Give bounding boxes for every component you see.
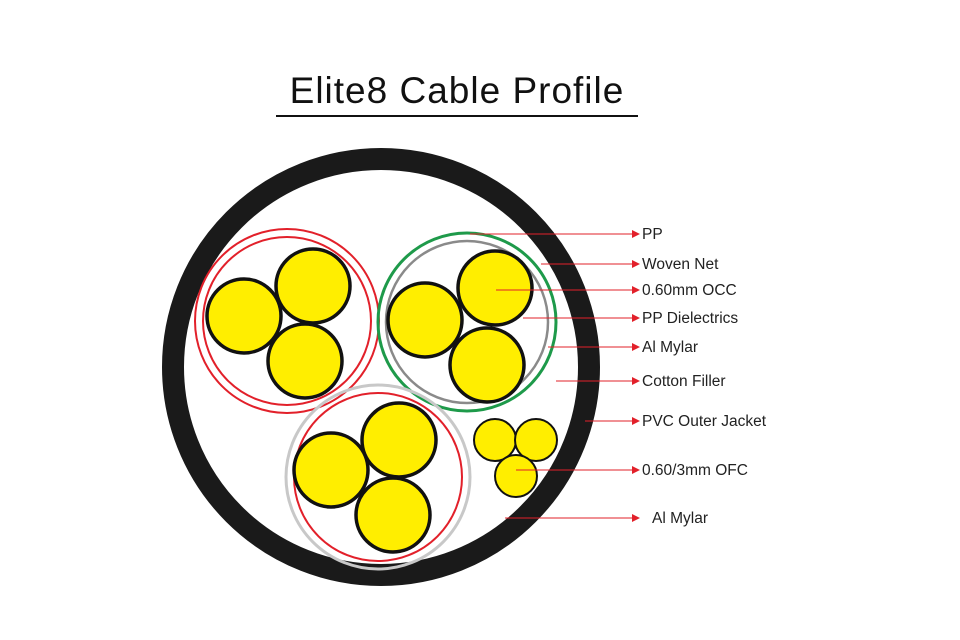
arrowhead bbox=[632, 343, 640, 351]
conductor bbox=[292, 431, 370, 509]
conductor bbox=[205, 277, 283, 355]
conductor bbox=[456, 249, 534, 327]
title-underline bbox=[276, 115, 638, 117]
page-title: Elite8 Cable Profile bbox=[289, 70, 625, 111]
callout-arrowheads bbox=[632, 230, 640, 522]
conductor bbox=[386, 281, 464, 359]
conductor bbox=[448, 326, 526, 404]
arrowhead bbox=[632, 230, 640, 238]
label-occ: 0.60mm OCC bbox=[642, 282, 737, 299]
arrowhead bbox=[632, 514, 640, 522]
small-conductor bbox=[494, 454, 538, 498]
label-pp-dielectrics: PP Dielectrics bbox=[642, 310, 738, 327]
label-al-mylar: Al Mylar bbox=[642, 339, 698, 356]
conductor bbox=[360, 401, 438, 479]
arrowhead bbox=[632, 260, 640, 268]
conductor-group-top-left bbox=[194, 228, 380, 414]
arrowhead bbox=[632, 417, 640, 425]
silver-shield bbox=[284, 383, 472, 571]
label-al-mylar-2: Al Mylar bbox=[652, 510, 708, 527]
arrowhead bbox=[632, 377, 640, 385]
conductor bbox=[354, 476, 432, 554]
green-shield bbox=[376, 231, 558, 413]
conductor-group-top-right bbox=[376, 231, 558, 413]
arrowhead bbox=[632, 314, 640, 322]
conductor-group-bottom bbox=[284, 383, 472, 571]
label-cotton-filler: Cotton Filler bbox=[642, 373, 726, 390]
conductor bbox=[274, 247, 352, 325]
small-conductor bbox=[473, 418, 517, 462]
label-woven-net: Woven Net bbox=[642, 256, 719, 273]
label-pp: PP bbox=[642, 226, 663, 243]
label-pvc-outer-jacket: PVC Outer Jacket bbox=[642, 413, 767, 430]
conductor bbox=[266, 322, 344, 400]
red-shield-inner bbox=[202, 236, 372, 406]
ofc-small-conductors bbox=[473, 418, 558, 498]
callout-lines bbox=[470, 233, 632, 519]
label-ofc: 0.60/3mm OFC bbox=[642, 462, 748, 479]
arrowhead bbox=[632, 466, 640, 474]
small-conductor bbox=[514, 418, 558, 462]
arrowhead bbox=[632, 286, 640, 294]
gray-shield bbox=[384, 239, 550, 405]
